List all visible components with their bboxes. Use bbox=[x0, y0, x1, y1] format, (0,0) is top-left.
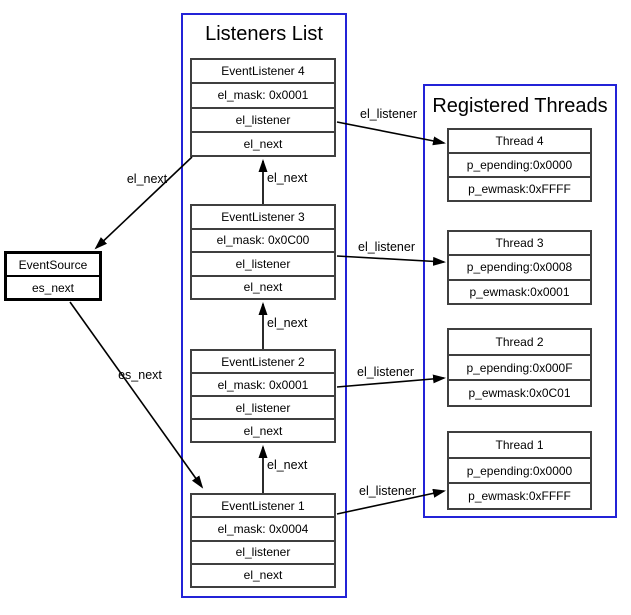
edge-label-el-next: el_next bbox=[267, 171, 308, 185]
record-field-el-mask: el_mask: 0x0C00 bbox=[192, 227, 334, 252]
thread-1-box: Thread 1 p_epending:0x0000 p_ewmask:0xFF… bbox=[447, 431, 592, 510]
record-field-p-ewmask: p_ewmask:0x0C01 bbox=[449, 379, 590, 405]
record-field-p-ewmask: p_ewmask:0x0001 bbox=[449, 278, 590, 303]
thread-4-box: Thread 4 p_epending:0x0000 p_ewmask:0xFF… bbox=[447, 128, 592, 202]
record-field-el-mask: el_mask: 0x0001 bbox=[192, 372, 334, 395]
record-title: EventSource bbox=[18, 257, 88, 272]
thread-3-box: Thread 3 p_epending:0x0008 p_ewmask:0x00… bbox=[447, 230, 592, 305]
record-field-el-next: el_next bbox=[192, 274, 334, 299]
record-field-es-next: es_next bbox=[7, 275, 99, 298]
record-title: EventListener 2 bbox=[221, 354, 305, 369]
record-field-el-listener: el_listener bbox=[192, 539, 334, 563]
record-title: Thread 1 bbox=[495, 437, 544, 452]
thread-2-box: Thread 2 p_epending:0x000F p_ewmask:0x0C… bbox=[447, 328, 592, 407]
record-title: EventListener 3 bbox=[221, 209, 305, 224]
record-field-p-epending: p_epending:0x0000 bbox=[449, 152, 590, 176]
record-field-el-listener: el_listener bbox=[192, 395, 334, 418]
edge-label-el-listener: el_listener bbox=[359, 484, 416, 498]
edge-label-el-next: el_next bbox=[267, 458, 308, 472]
listeners-list-title: Listeners List bbox=[205, 23, 323, 45]
record-field-p-ewmask: p_ewmask:0xFFFF bbox=[449, 176, 590, 200]
record-field-el-next: el_next bbox=[192, 130, 334, 155]
record-title: EventListener 4 bbox=[221, 64, 305, 79]
edge-label-el-listener: el_listener bbox=[357, 365, 414, 379]
arrow-el-next-to-event-source bbox=[94, 156, 193, 250]
record-field-el-listener: el_listener bbox=[192, 251, 334, 275]
record-field-el-mask: el_mask: 0x0004 bbox=[192, 516, 334, 539]
record-field-el-next: el_next bbox=[192, 562, 334, 586]
event-listener-3-box: EventListener 3 el_mask: 0x0C00 el_liste… bbox=[190, 204, 336, 300]
record-field-p-epending: p_epending:0x0008 bbox=[449, 254, 590, 278]
record-field-el-next: el_next bbox=[192, 418, 334, 441]
edge-label-es-next: es_next bbox=[118, 368, 162, 382]
event-listener-2-box: EventListener 2 el_mask: 0x0001 el_liste… bbox=[190, 349, 336, 443]
record-title: Thread 3 bbox=[495, 236, 544, 251]
edge-label-el-listener: el_listener bbox=[358, 240, 415, 254]
event-listener-1-box: EventListener 1 el_mask: 0x0004 el_liste… bbox=[190, 493, 336, 588]
record-field-el-mask: el_mask: 0x0001 bbox=[192, 82, 334, 106]
record-title: EventListener 1 bbox=[221, 498, 305, 513]
edge-label-el-next: el_next bbox=[267, 316, 308, 330]
record-title: Thread 4 bbox=[495, 134, 544, 148]
event-listener-4-box: EventListener 4 el_mask: 0x0001 el_liste… bbox=[190, 58, 336, 157]
record-field-p-ewmask: p_ewmask:0xFFFF bbox=[449, 482, 590, 508]
event-source-box: EventSource es_next bbox=[4, 251, 102, 301]
record-title: Thread 2 bbox=[495, 334, 544, 349]
record-field-p-epending: p_epending:0x000F bbox=[449, 353, 590, 380]
record-field-el-listener: el_listener bbox=[192, 106, 334, 131]
registered-threads-container: Registered Threads bbox=[423, 84, 617, 518]
edge-label-el-next: el_next bbox=[126, 172, 168, 186]
edge-label-el-listener: el_listener bbox=[360, 107, 417, 121]
record-field-p-epending: p_epending:0x0000 bbox=[449, 456, 590, 483]
registered-threads-title: Registered Threads bbox=[432, 95, 608, 117]
